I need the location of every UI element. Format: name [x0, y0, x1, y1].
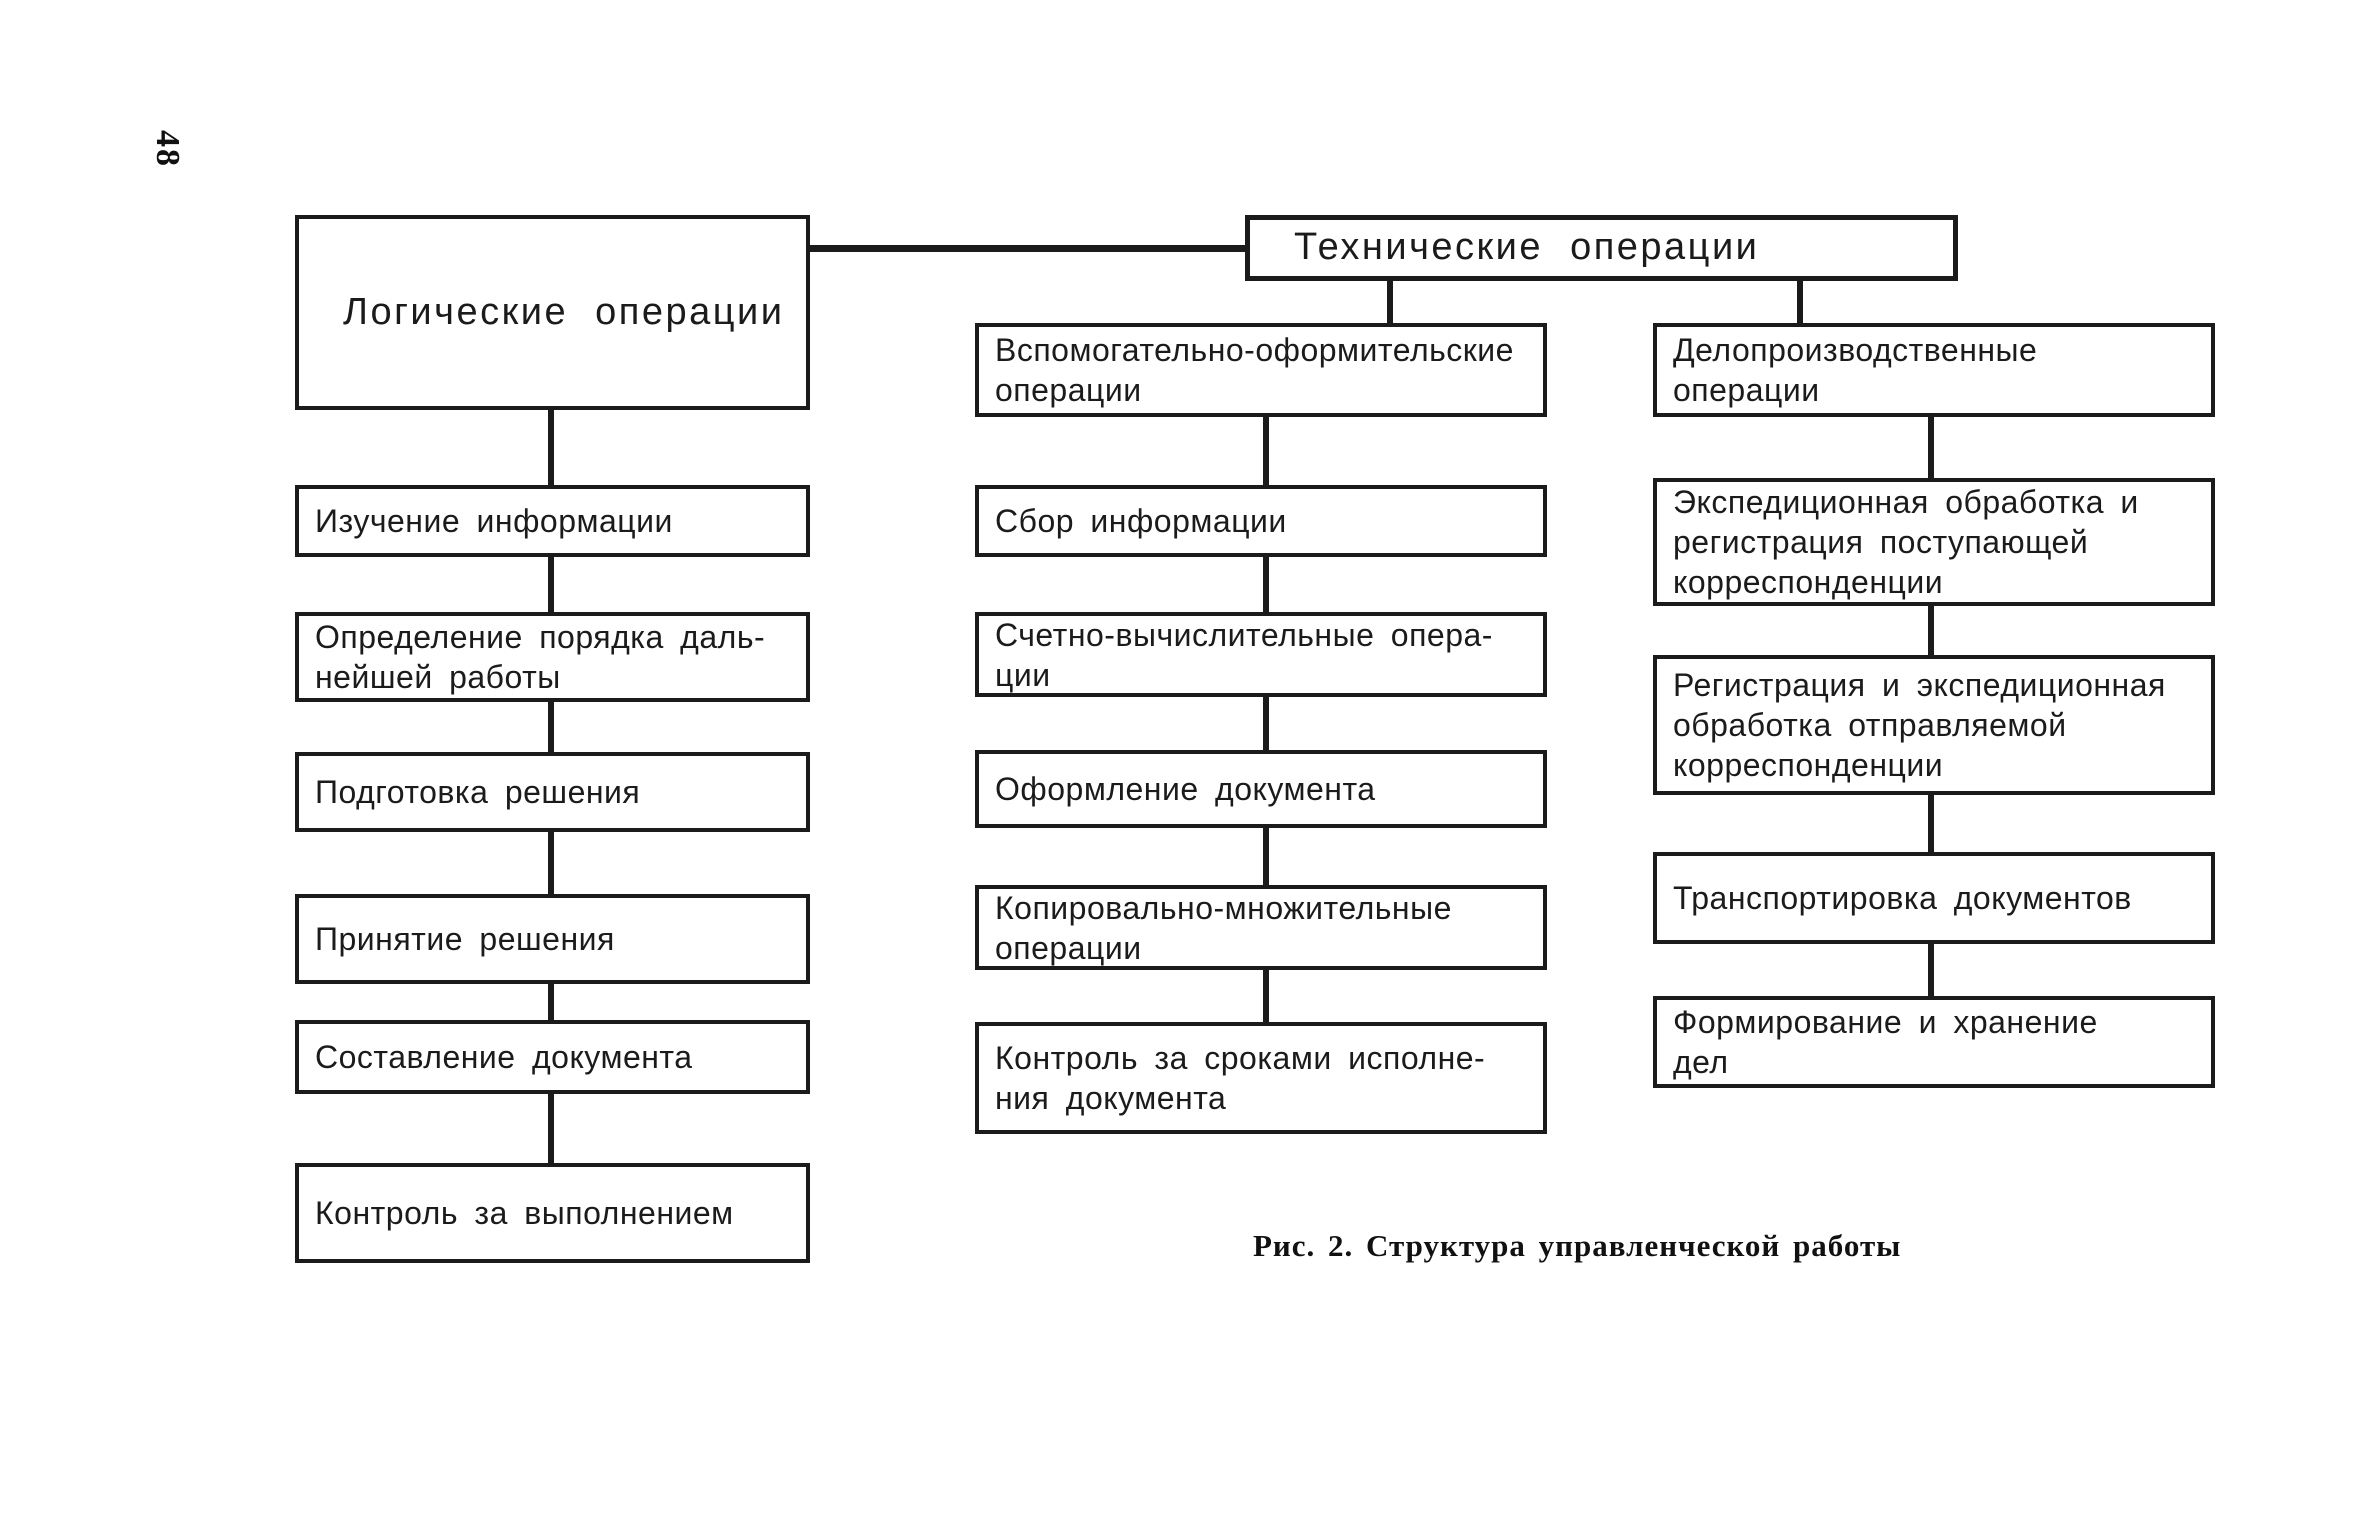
node-define-further-work-order: Определение порядка даль- нейшей работы: [295, 612, 810, 702]
connector-line: [548, 702, 554, 752]
node-label: Логические операции: [343, 290, 785, 333]
connector-line: [1928, 795, 1934, 852]
node-label: Изучение информации: [315, 503, 673, 539]
connector-line: [548, 1094, 554, 1163]
connector-line: [548, 832, 554, 894]
connector-line: [810, 245, 1245, 252]
connector-line: [1263, 970, 1269, 1022]
node-study-information: Изучение информации: [295, 485, 810, 557]
node-auxiliary-formatting-header: Вспомогательно-оформительские операции: [975, 323, 1547, 417]
node-label: Формирование и хранение дел: [1673, 1004, 2098, 1080]
node-outgoing-mail-processing: Регистрация и экспедиционная обработка о…: [1653, 655, 2215, 795]
connector-line: [1387, 281, 1393, 323]
node-prepare-decision: Подготовка решения: [295, 752, 810, 832]
node-make-decision: Принятие решения: [295, 894, 810, 984]
node-collect-information: Сбор информации: [975, 485, 1547, 557]
node-label: Оформление документа: [995, 771, 1376, 807]
node-format-document: Оформление документа: [975, 750, 1547, 828]
connector-line: [1263, 828, 1269, 885]
node-draft-document: Составление документа: [295, 1020, 810, 1094]
node-document-transportation: Транспортировка документов: [1653, 852, 2215, 944]
node-label: Принятие решения: [315, 921, 615, 957]
node-clerical-operations-header: Делопроизводственные операции: [1653, 323, 2215, 417]
node-label: Технические операции: [1294, 226, 1760, 269]
node-computing-operations: Счетно-вычислительные опера- ции: [975, 612, 1547, 697]
connector-line: [1263, 557, 1269, 612]
connector-line: [1928, 417, 1934, 478]
node-label: Контроль за сроками исполне- ния докумен…: [995, 1040, 1486, 1116]
node-control-deadlines: Контроль за сроками исполне- ния докумен…: [975, 1022, 1547, 1134]
node-label: Вспомогательно-оформительские операции: [995, 332, 1514, 408]
node-label: Контроль за выполнением: [315, 1195, 734, 1231]
node-label: Определение порядка даль- нейшей работы: [315, 619, 766, 695]
page-number: 48: [149, 130, 186, 168]
node-label: Составление документа: [315, 1039, 693, 1075]
node-control-execution: Контроль за выполнением: [295, 1163, 810, 1263]
connector-line: [548, 984, 554, 1020]
node-label: Сбор информации: [995, 503, 1287, 539]
connector-line: [1797, 281, 1803, 323]
connector-line: [548, 410, 554, 485]
node-incoming-mail-processing: Экспедиционная обработка и регистрация п…: [1653, 478, 2215, 606]
node-technical-operations-header: Технические операции: [1245, 215, 1958, 281]
node-label: Делопроизводственные операции: [1673, 332, 2038, 408]
node-logical-operations-header: Логические операции: [295, 215, 810, 410]
node-label: Регистрация и экспедиционная обработка о…: [1673, 667, 2166, 783]
node-label: Подготовка решения: [315, 774, 641, 810]
node-label: Копировально-множительные операции: [995, 889, 1452, 966]
connector-line: [1928, 606, 1934, 655]
node-label: Транспортировка документов: [1673, 880, 2132, 916]
node-label: Счетно-вычислительные опера- ции: [995, 616, 1493, 693]
connector-line: [1928, 944, 1934, 996]
connector-line: [548, 557, 554, 612]
figure-caption: Рис. 2. Структура управленческой работы: [1253, 1228, 1902, 1263]
node-label: Экспедиционная обработка и регистрация п…: [1673, 484, 2139, 600]
node-file-formation-storage: Формирование и хранение дел: [1653, 996, 2215, 1088]
connector-line: [1263, 697, 1269, 750]
connector-line: [1263, 417, 1269, 485]
node-copying-duplicating: Копировально-множительные операции: [975, 885, 1547, 970]
